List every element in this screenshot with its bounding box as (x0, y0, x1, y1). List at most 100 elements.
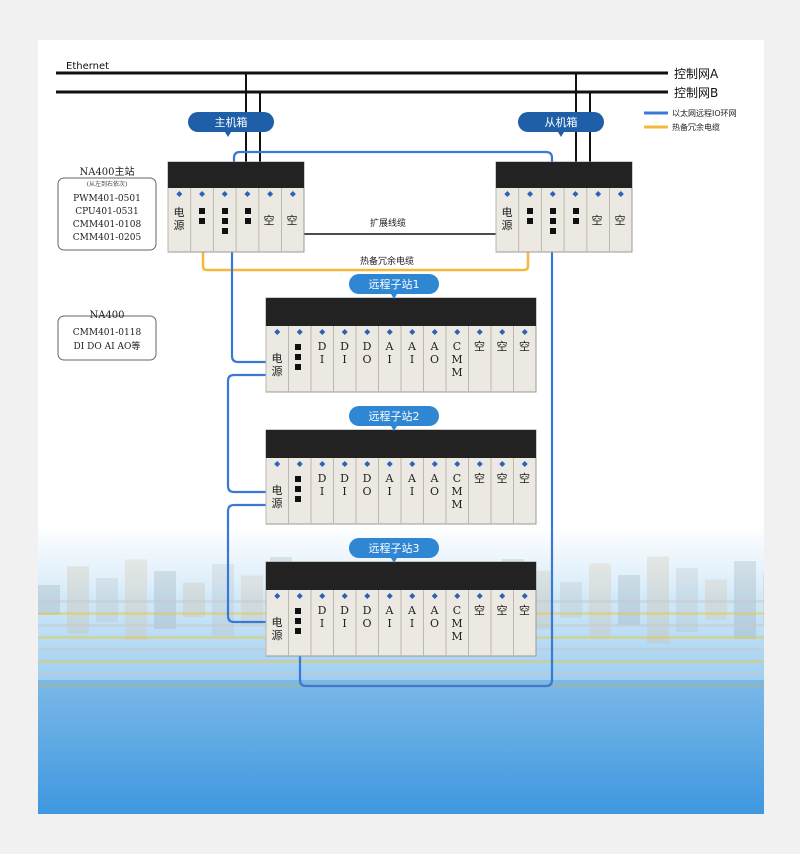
io-module-char: 空 (497, 339, 508, 353)
status-led-icon (221, 191, 228, 197)
port (222, 208, 228, 214)
port (222, 228, 228, 234)
remote-station-1-pill: 远程子站1 (349, 274, 439, 299)
status-led-icon (244, 191, 251, 197)
io-module-char: I (320, 617, 324, 630)
na400-title: NA400 (89, 310, 124, 321)
main-station-title: NA400主站 (79, 165, 134, 178)
io-module-char: 空 (474, 339, 485, 353)
status-led-icon (341, 461, 348, 467)
status-led-icon (364, 461, 371, 467)
status-led-icon (431, 593, 438, 599)
main-station-line-1: PWM401-0501 (73, 194, 141, 204)
io-module-char: O (362, 617, 371, 630)
remote-station-3-pill: 远程子站3 (349, 538, 439, 563)
remote-station-2-pill: 远程子站2 (349, 406, 439, 431)
port (199, 208, 205, 214)
status-led-icon (527, 191, 534, 197)
redundant-cable-label: 热备冗余电缆 (360, 255, 414, 267)
status-led-icon (319, 461, 326, 467)
status-led-icon (176, 191, 183, 197)
io-module-char: 空 (497, 603, 508, 617)
remote-station-3-label: 远程子站3 (369, 541, 420, 555)
network-bus: Ethernet 控制网A 控制网B (56, 61, 719, 100)
io-module-char: M (451, 485, 462, 498)
port (295, 364, 301, 370)
io-module-char: O (362, 485, 371, 498)
status-led-icon (296, 593, 303, 599)
io-module-char: O (430, 353, 439, 366)
slave-chassis: 电源空空 (495, 161, 633, 253)
power-module-char: 电 (272, 484, 283, 497)
empty-module-char: 空 (615, 213, 626, 227)
diagram-canvas: Ethernet 控制网A 控制网B 以太网远程IO环网 热备冗余电缆 扩展线缆… (38, 40, 764, 814)
status-led-icon (296, 461, 303, 467)
status-led-icon (454, 461, 461, 467)
status-led-icon (431, 461, 438, 467)
io-module-char: I (342, 617, 346, 630)
io-module-char: M (451, 353, 462, 366)
na400-info-box: NA400 CMM401-0118 DI DO AI AO等 (57, 310, 157, 361)
port (573, 218, 579, 224)
io-module-char: A (430, 604, 440, 617)
main-station-subtitle: (从左到右依次) (87, 180, 128, 188)
io-module-char: D (340, 604, 349, 617)
redundant-cable (201, 228, 530, 272)
power-module-char: 源 (272, 628, 283, 642)
status-led-icon (274, 461, 281, 467)
status-led-icon (521, 329, 528, 335)
main-station-line-4: CMM401-0205 (73, 233, 142, 243)
port (295, 486, 301, 492)
bus-b-label: 控制网B (674, 86, 718, 100)
io-module-char: I (342, 485, 346, 498)
io-module-char: D (340, 472, 349, 485)
io-module-char: O (430, 485, 439, 498)
slave-chassis-label: 从机箱 (545, 115, 578, 129)
status-led-icon (409, 461, 416, 467)
status-led-icon (364, 593, 371, 599)
status-led-icon (521, 461, 528, 467)
io-module-char: A (430, 472, 440, 485)
empty-module-char: 空 (287, 213, 298, 227)
port (245, 218, 251, 224)
status-led-icon (199, 191, 206, 197)
io-module-char: D (318, 604, 327, 617)
main-chassis: 电源空空 (167, 161, 305, 253)
status-led-icon (521, 593, 528, 599)
main-station-info-box: NA400主站 (从左到右依次) PWM401-0501 CPU401-0531… (57, 165, 157, 251)
port (295, 476, 301, 482)
remote-station-1-rack: 电源DIDIDOAIAIAOCMM空空空 (265, 297, 537, 393)
status-led-icon (409, 593, 416, 599)
port (295, 354, 301, 360)
io-module-char: A (385, 604, 395, 617)
port (199, 218, 205, 224)
io-module-char: 空 (474, 471, 485, 485)
port (550, 218, 556, 224)
port (245, 208, 251, 214)
io-module-char: D (318, 472, 327, 485)
io-module-char: 空 (519, 339, 530, 353)
power-module-char: 源 (502, 218, 513, 232)
port (295, 628, 301, 634)
power-module-char: 电 (272, 352, 283, 365)
io-module-char: O (362, 353, 371, 366)
status-led-icon (409, 329, 416, 335)
power-module-char: 电 (174, 206, 185, 219)
status-led-icon (296, 329, 303, 335)
port (222, 218, 228, 224)
status-led-icon (319, 329, 326, 335)
io-module-char: 空 (474, 603, 485, 617)
io-module-char: M (451, 498, 462, 511)
io-module-char: 空 (519, 603, 530, 617)
io-module-char: C (453, 340, 461, 353)
io-module-char: C (453, 472, 461, 485)
port (295, 618, 301, 624)
port (295, 496, 301, 502)
status-led-icon (476, 461, 483, 467)
main-chassis-label: 主机箱 (215, 115, 248, 129)
port (527, 218, 533, 224)
status-led-icon (386, 593, 393, 599)
io-module-char: I (320, 485, 324, 498)
io-module-char: A (385, 472, 395, 485)
status-led-icon (476, 593, 483, 599)
